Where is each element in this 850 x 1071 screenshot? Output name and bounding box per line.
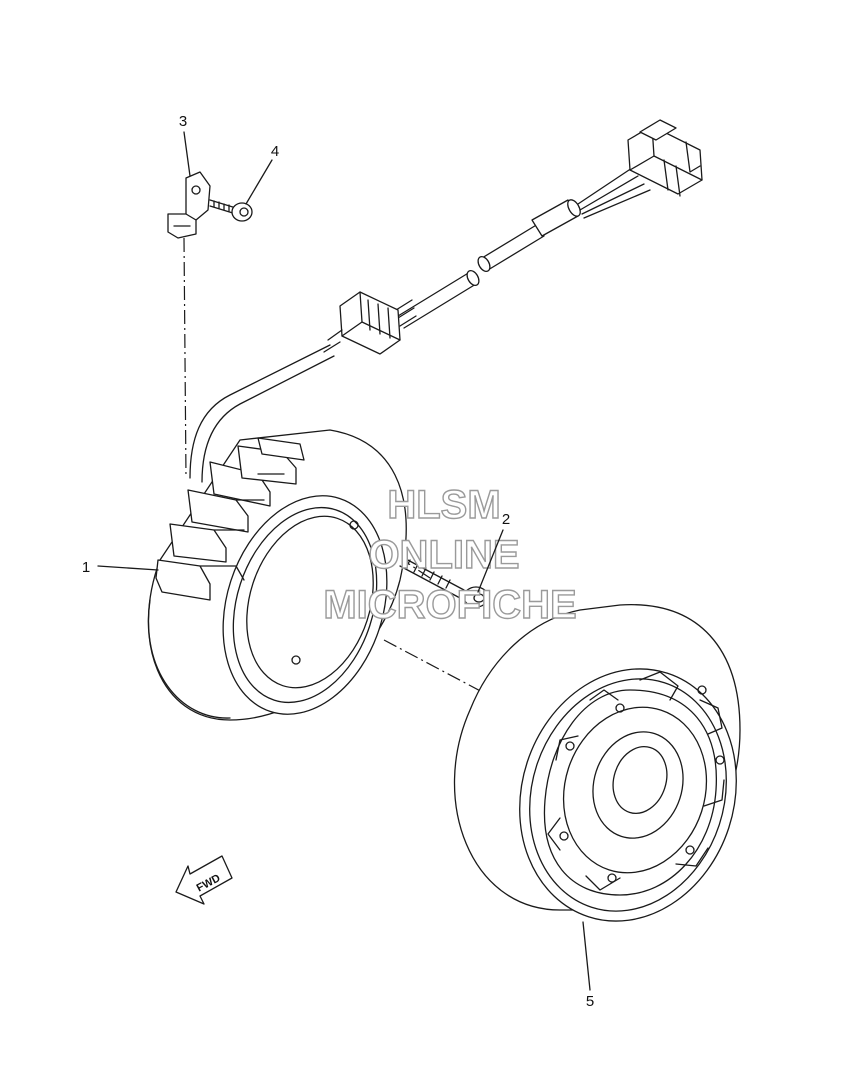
- callout-1: 1: [82, 559, 90, 576]
- forward-direction-arrow: FWD: [175, 855, 233, 905]
- wire-clamp: [167, 171, 211, 239]
- watermark-line-2: ONLINE: [368, 533, 519, 577]
- rotor-flywheel: [453, 604, 741, 922]
- stator-bolt: [399, 557, 489, 608]
- clamp-screw: [209, 199, 253, 222]
- callout-leaders: [97, 131, 591, 991]
- stator-assembly: [147, 429, 407, 721]
- callout-3: 3: [179, 113, 187, 130]
- upper-connector: [627, 119, 703, 197]
- assembly-guide-lines: [183, 237, 489, 696]
- callout-5: 5: [586, 993, 594, 1010]
- lower-connector: [323, 291, 401, 355]
- wire-harness: [189, 167, 651, 483]
- watermark-line-1: HLSM: [387, 483, 500, 527]
- callout-2: 2: [502, 511, 510, 528]
- watermark-line-3: MICROFICHE: [323, 583, 576, 627]
- callout-4: 4: [271, 143, 279, 160]
- watermark: HLSM ONLINE MICROFICHE: [323, 482, 578, 627]
- callout-numbers: 1 2 3 4 5: [82, 113, 594, 1010]
